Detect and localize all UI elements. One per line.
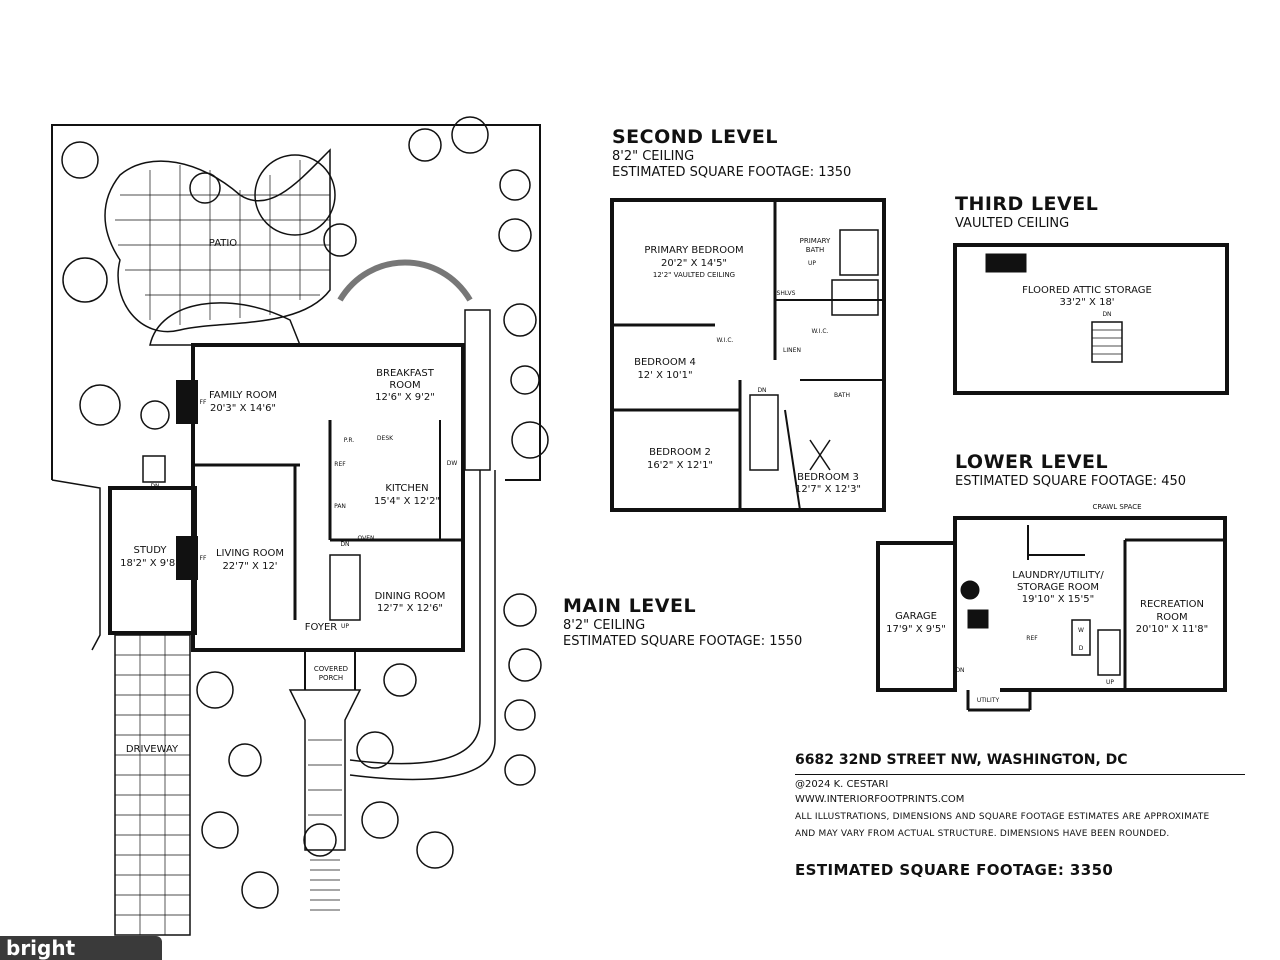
recreation-room-label-1: RECREATION bbox=[1140, 599, 1204, 610]
lower-level-sqft: ESTIMATED SQUARE FOOTAGE: 450 bbox=[955, 474, 1187, 489]
utility-label: UTILITY bbox=[977, 697, 1000, 704]
patio-label: PATIO bbox=[209, 238, 238, 249]
third-level-title: THIRD LEVEL bbox=[955, 193, 1099, 215]
laundry-label-1: LAUNDRY/UTILITY/ bbox=[1012, 570, 1104, 581]
breakfast-room-dim: 12'6" X 9'2" bbox=[375, 392, 435, 403]
driveway-label: DRIVEWAY bbox=[126, 744, 179, 755]
primary-bedroom-label: PRIMARY BEDROOM bbox=[644, 245, 743, 256]
covered-porch-label-2: PORCH bbox=[319, 674, 343, 682]
attic-dim: 33'2" X 18' bbox=[1059, 297, 1114, 308]
main-stair-up: UP bbox=[341, 623, 349, 630]
second-stair-dn: DN bbox=[757, 387, 766, 394]
living-room-label: LIVING ROOM bbox=[216, 548, 284, 559]
main-level-ceiling: 8'2" CEILING bbox=[563, 618, 646, 633]
third-level-header: THIRD LEVEL VAULTED CEILING bbox=[955, 193, 1098, 231]
dryer-label: D bbox=[1079, 645, 1084, 652]
study-stair-dn: DN bbox=[150, 483, 159, 490]
study-label: STUDY bbox=[133, 545, 167, 556]
second-bath-up: UP bbox=[808, 260, 816, 267]
bath-label: BATH bbox=[834, 392, 850, 399]
study-dim: 18'2" X 9'8" bbox=[120, 558, 180, 569]
bedroom3-label: BEDROOM 3 bbox=[797, 472, 859, 483]
kitchen-label: KITCHEN bbox=[385, 483, 428, 494]
primary-bedroom-note: 12'2" VAULTED CEILING bbox=[653, 271, 735, 279]
breakfast-room-label-1: BREAKFAST bbox=[376, 368, 435, 379]
dining-room-dim: 12'7" X 12'6" bbox=[377, 603, 443, 614]
primary-bath-label-2: BATH bbox=[806, 246, 825, 254]
bright-mls-logo: bright bbox=[0, 936, 162, 960]
second-level-walls bbox=[610, 198, 886, 512]
main-level-labels: PATIO FAMILY ROOM 20'3" X 14'6" BREAKFAS… bbox=[120, 238, 457, 755]
second-level-header: SECOND LEVEL 8'2" CEILING ESTIMATED SQUA… bbox=[612, 126, 851, 180]
lower-level-header: LOWER LEVEL ESTIMATED SQUARE FOOTAGE: 45… bbox=[955, 451, 1186, 489]
pantry-label-1: PAN bbox=[334, 503, 346, 510]
bedroom4-label: BEDROOM 4 bbox=[634, 357, 696, 368]
bedroom2-dim: 16'2" X 12'1" bbox=[647, 460, 713, 471]
breakfast-room-label-2: ROOM bbox=[389, 380, 420, 391]
recreation-room-dim: 20'10" X 11'8" bbox=[1136, 624, 1208, 635]
lower-level-title: LOWER LEVEL bbox=[955, 451, 1109, 473]
disclaimer-line-1: ALL ILLUSTRATIONS, DIMENSIONS AND SQUARE… bbox=[795, 812, 1210, 822]
lower-stair-up: UP bbox=[1106, 679, 1114, 686]
main-stair-dn: DN bbox=[340, 541, 349, 548]
main-level-sqft: ESTIMATED SQUARE FOOTAGE: 1550 bbox=[563, 634, 803, 649]
fireplace-label-2: FF bbox=[200, 555, 207, 562]
garage-dim: 17'9" X 9'5" bbox=[886, 624, 946, 635]
third-level-labels: FLOORED ATTIC STORAGE 33'2" X 18' DN bbox=[1022, 285, 1152, 318]
lower-stair-dn: DN bbox=[955, 667, 964, 674]
recreation-room-label-2: ROOM bbox=[1156, 612, 1187, 623]
second-level-title: SECOND LEVEL bbox=[612, 126, 778, 148]
kitchen-dim: 15'4" X 12'2" bbox=[374, 496, 440, 507]
family-room-dim: 20'3" X 14'6" bbox=[210, 403, 276, 414]
family-room-label: FAMILY ROOM bbox=[209, 390, 277, 401]
main-level-title: MAIN LEVEL bbox=[563, 595, 697, 617]
attic-label: FLOORED ATTIC STORAGE bbox=[1022, 285, 1152, 296]
linen-label: LINEN bbox=[783, 347, 801, 354]
lower-level-walls bbox=[876, 516, 1227, 712]
crawl-space-label: CRAWL SPACE bbox=[1092, 503, 1141, 511]
washer-label: W bbox=[1078, 627, 1084, 634]
second-level-sqft: ESTIMATED SQUARE FOOTAGE: 1350 bbox=[612, 165, 852, 180]
living-room-dim: 22'7" X 12' bbox=[222, 561, 277, 572]
logo-text: bright bbox=[6, 936, 76, 960]
garage-label: GARAGE bbox=[895, 611, 937, 622]
site-plan bbox=[51, 116, 549, 936]
lower-ref-label: REF bbox=[1026, 635, 1038, 642]
disclaimer-line-2: AND MAY VARY FROM ACTUAL STRUCTURE. DIME… bbox=[795, 829, 1170, 839]
third-level-ceiling: VAULTED CEILING bbox=[955, 216, 1070, 231]
third-level-walls bbox=[953, 243, 1229, 395]
attic-stair-dn: DN bbox=[1102, 311, 1111, 318]
website: WWW.INTERIORFOOTPRINTS.COM bbox=[795, 794, 965, 805]
foyer-label: FOYER bbox=[305, 622, 338, 633]
desk-label: DESK bbox=[377, 435, 394, 442]
dishwasher-label: DW bbox=[447, 460, 458, 467]
property-address: 6682 32ND STREET NW, WASHINGTON, DC bbox=[795, 752, 1245, 775]
oven-label: OVEN bbox=[357, 535, 374, 542]
second-level-ceiling: 8'2" CEILING bbox=[612, 149, 695, 164]
wic-label-1: W.I.C. bbox=[717, 337, 734, 344]
dining-room-label: DINING ROOM bbox=[375, 591, 446, 602]
copyright: @2024 K. CESTARI bbox=[795, 779, 889, 790]
second-level-labels: PRIMARY BEDROOM 20'2" X 14'5" 12'2" VAUL… bbox=[634, 237, 861, 495]
shelves-label: SHLVS bbox=[777, 290, 796, 297]
kitchen-ref-label: REF bbox=[334, 461, 346, 468]
powder-room-label: P.R. bbox=[344, 437, 355, 444]
bedroom4-dim: 12' X 10'1" bbox=[637, 370, 692, 381]
primary-bedroom-dim: 20'2" X 14'5" bbox=[661, 258, 727, 269]
bedroom3-dim: 12'7" X 12'3" bbox=[795, 484, 861, 495]
primary-bath-label-1: PRIMARY bbox=[800, 237, 831, 245]
covered-porch-label-1: COVERED bbox=[314, 665, 348, 673]
main-level-header: MAIN LEVEL 8'2" CEILING ESTIMATED SQUARE… bbox=[563, 595, 802, 649]
property-info: 6682 32ND STREET NW, WASHINGTON, DC @202… bbox=[795, 752, 1245, 879]
laundry-dim: 19'10" X 15'5" bbox=[1022, 594, 1094, 605]
wic-label-2: W.I.C. bbox=[812, 328, 829, 335]
total-square-footage: ESTIMATED SQUARE FOOTAGE: 3350 bbox=[795, 861, 1114, 879]
main-level-walls bbox=[108, 343, 465, 690]
lower-level-labels: CRAWL SPACE LAUNDRY/UTILITY/ STORAGE ROO… bbox=[886, 503, 1208, 704]
bedroom2-label: BEDROOM 2 bbox=[649, 447, 711, 458]
fireplace-label-1: FF bbox=[200, 399, 207, 406]
laundry-label-2: STORAGE ROOM bbox=[1017, 582, 1099, 593]
